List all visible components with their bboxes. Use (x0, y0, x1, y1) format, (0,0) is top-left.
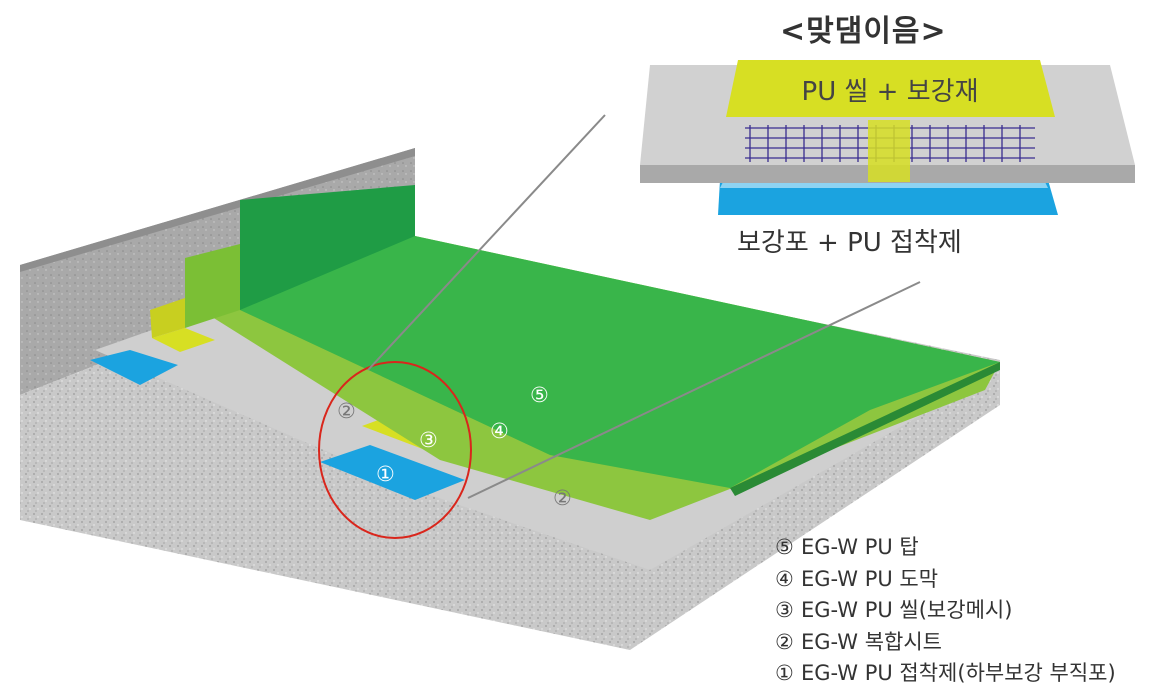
legend-item: ⑤ EG-W PU 탑 (775, 532, 1116, 564)
marker-coating: ④ (490, 419, 509, 443)
top-coat-wall-band (240, 185, 415, 310)
legend-text: EG-W PU 도막 (801, 566, 939, 591)
detail-adhesive-sheet (718, 180, 1058, 215)
seal-patch-left (152, 328, 215, 352)
detail-bottom-label: 보강포 + PU 접착제 (737, 228, 962, 258)
coating-wall-band (185, 244, 240, 328)
marker-sheet-right: ② (553, 486, 572, 510)
top-coat-edge (730, 362, 1000, 496)
pointer-line-upper (367, 114, 606, 371)
legend-item: ② EG-W 복합시트 (775, 627, 1116, 659)
detail-top-label: PU 씰 + 보강재 (802, 77, 979, 107)
top-coat-layer (240, 185, 1000, 488)
adhesive-patch-center (320, 445, 465, 500)
legend-text: EG-W PU 씰(보강메시) (801, 598, 1013, 622)
legend-symbol: ⑤ (775, 535, 794, 559)
concrete-wall-top (20, 148, 415, 272)
marker-sheet-left: ② (337, 399, 356, 423)
legend-symbol: ② (775, 629, 794, 654)
legend-text: EG-W PU 접착제(하부보강 부직포) (801, 661, 1116, 685)
legend-item: ① EG-W PU 접착제(하부보강 부직포) (775, 658, 1116, 690)
legend-symbol: ① (775, 661, 794, 685)
joint-detail: PU 씰 + 보강재 (640, 60, 1135, 215)
legend-symbol: ④ (775, 566, 794, 591)
joint-highlight-circle (318, 361, 472, 539)
marker-top-coat: ⑤ (530, 383, 549, 407)
legend-item: ④ EG-W PU 도막 (775, 564, 1116, 596)
legend-text: EG-W 복합시트 (801, 629, 942, 654)
detail-seal-cap (726, 60, 1055, 117)
pointer-line-lower (467, 281, 921, 499)
legend-text: EG-W PU 탑 (801, 535, 919, 559)
marker-adhesive: ① (376, 462, 395, 486)
seal-wall-strip (150, 298, 185, 338)
legend-item: ③ EG-W PU 씰(보강메시) (775, 595, 1116, 627)
joint-title: <맞댐이음> (780, 14, 947, 49)
marker-seal: ③ (419, 428, 438, 452)
detail-seal-stem (868, 120, 910, 182)
legend-symbol: ③ (775, 598, 794, 622)
adhesive-patch-left (90, 350, 178, 385)
